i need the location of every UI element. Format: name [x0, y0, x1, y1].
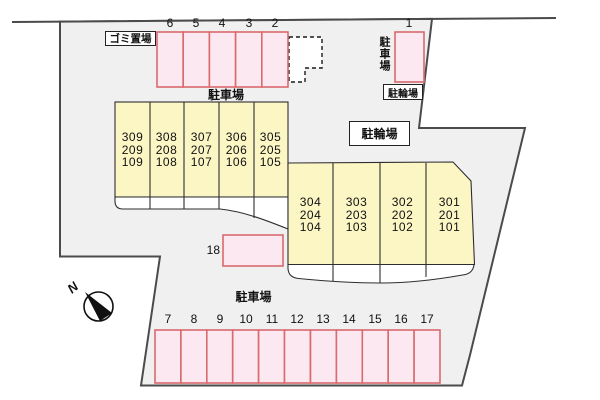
unit-column-301: 301 201 101 [426, 196, 473, 234]
room-number: 204 [299, 207, 322, 222]
room-number: 205 [259, 142, 282, 157]
garbage-area-text: ゴミ置場 [109, 33, 152, 45]
bike-parking-small-label: 駐輪場 [383, 84, 423, 100]
room-number: 206 [225, 142, 248, 157]
stall-number-18: 18 [206, 243, 220, 257]
room-number: 101 [438, 220, 461, 234]
stall-3 [234, 31, 263, 88]
stall-8 [180, 329, 208, 384]
stall-18 [222, 234, 284, 267]
stall-number-12: 12 [290, 312, 304, 326]
room-number: 202 [391, 207, 414, 222]
bike-parking-small-text: 駐輪場 [388, 88, 418, 100]
stall-16 [387, 329, 415, 384]
right-building [287, 161, 476, 266]
room-number: 106 [225, 155, 248, 169]
stall-number-15: 15 [368, 312, 382, 326]
stall-number-13: 13 [316, 312, 330, 326]
stall-6 [156, 31, 185, 88]
unit-column-303: 303 203 103 [333, 196, 380, 234]
garbage-area-label: ゴミ置場 [105, 31, 156, 46]
stall-7 [154, 329, 182, 384]
room-number: 209 [121, 142, 144, 157]
room-number: 203 [345, 207, 368, 222]
room-number: 105 [259, 155, 282, 169]
bottom-parking-label: 駐車場 [235, 290, 272, 304]
stall-number-11: 11 [265, 312, 279, 326]
stall-number-6: 6 [166, 16, 174, 30]
stall-14 [335, 329, 364, 384]
stall-number-5: 5 [192, 16, 200, 30]
room-number: 201 [438, 207, 461, 222]
stall-number-14: 14 [342, 312, 356, 326]
stall-2 [260, 31, 289, 88]
room-number: 107 [190, 155, 213, 169]
room-number: 104 [299, 220, 322, 234]
room-number: 103 [345, 220, 368, 234]
room-number: 306 [225, 130, 248, 144]
unit-column-302: 302 202 102 [379, 196, 426, 234]
room-number: 302 [391, 195, 414, 209]
stall-1 [394, 31, 425, 83]
room-number: 303 [345, 195, 368, 209]
stall-number-16: 16 [394, 312, 408, 326]
bike-parking-main-label: 駐輪場 [349, 121, 410, 146]
stall-17 [413, 329, 441, 384]
bike-parking-main-text: 駐輪場 [361, 127, 398, 141]
room-number: 309 [121, 130, 144, 144]
stall-number-3: 3 [245, 16, 253, 30]
stall-15 [361, 329, 389, 384]
room-number: 109 [121, 155, 144, 169]
unit-column-308: 308 208 108 [143, 131, 190, 169]
stall-number-1: 1 [405, 16, 413, 30]
unit-column-305: 305 205 105 [247, 131, 294, 169]
stall-12 [283, 329, 312, 384]
room-number: 108 [155, 155, 178, 169]
stall-10 [231, 329, 260, 384]
compass-needle [85, 292, 112, 321]
room-number: 102 [391, 220, 414, 234]
stall-number-8: 8 [190, 312, 198, 326]
dashed-step-outline [288, 36, 323, 83]
room-number: 207 [190, 142, 213, 157]
stall-number-2: 2 [271, 16, 279, 30]
stall-9 [206, 329, 234, 384]
room-number: 308 [155, 130, 178, 144]
north-compass [83, 291, 114, 322]
unit-column-307: 307 207 107 [178, 131, 225, 169]
unit-column-309: 309 209 109 [109, 131, 156, 169]
room-number: 208 [155, 142, 178, 157]
stall-4 [208, 31, 237, 88]
room-number: 305 [259, 130, 282, 144]
stall-number-7: 7 [164, 312, 172, 326]
unit-column-304: 304 204 104 [287, 196, 334, 234]
room-number: 304 [299, 195, 322, 209]
stall-number-4: 4 [218, 16, 226, 30]
stall-number-10: 10 [239, 312, 253, 326]
left-building-walkway [114, 196, 289, 230]
stall-13 [309, 329, 338, 384]
room-number: 307 [190, 130, 213, 144]
stall1-parking-label: 駐車場 [378, 36, 390, 72]
room-number: 301 [438, 195, 461, 209]
stall-number-17: 17 [420, 312, 434, 326]
stall-number-9: 9 [216, 312, 224, 326]
top-parking-label: 駐車場 [207, 88, 244, 102]
left-building [114, 101, 289, 198]
unit-column-306: 306 206 106 [213, 131, 260, 169]
stall-11 [257, 329, 286, 384]
stall-5 [182, 31, 211, 88]
